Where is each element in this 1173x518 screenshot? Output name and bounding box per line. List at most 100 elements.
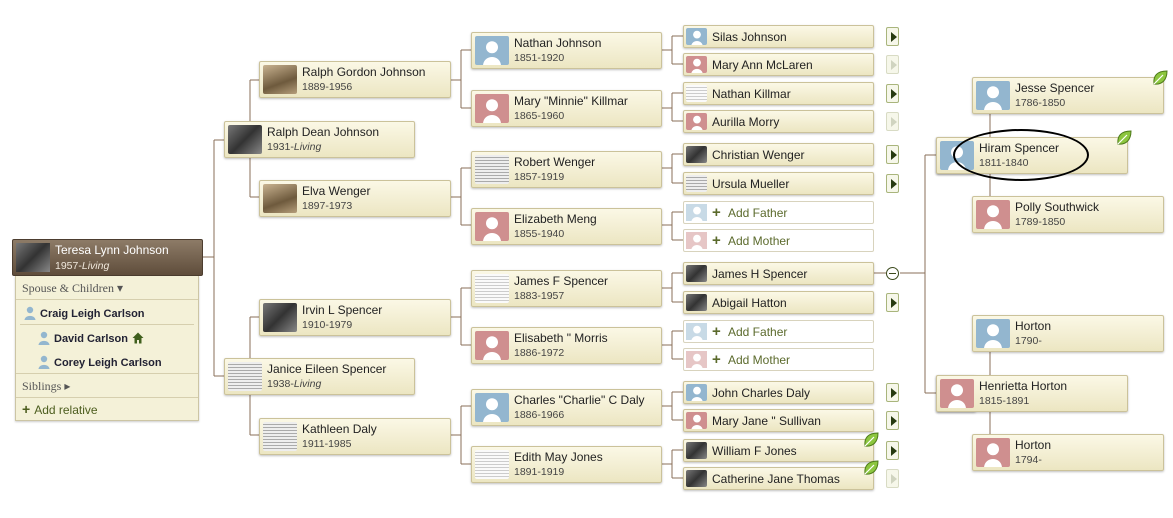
- person-name: Jesse Spencer: [1015, 81, 1095, 95]
- person-name: Abigail Hatton: [712, 296, 787, 310]
- leaf-hint-icon[interactable]: [863, 432, 880, 449]
- person-name: Mary "Minnie" Killmar: [514, 94, 628, 108]
- add-father-label: Add Father: [728, 206, 788, 220]
- expand-arrow-icon[interactable]: [886, 383, 899, 402]
- person-name: Elisabeth " Morris: [514, 331, 608, 345]
- expand-arrow-icon[interactable]: [886, 441, 899, 460]
- person-card[interactable]: William F Jones: [683, 439, 874, 462]
- male-silhouette-icon: [475, 393, 509, 422]
- collapse-icon[interactable]: [886, 267, 899, 280]
- expand-arrow-icon[interactable]: [886, 293, 899, 312]
- person-card[interactable]: Abigail Hatton: [683, 291, 874, 314]
- add-icon: +: [712, 323, 721, 340]
- person-photo: [686, 265, 707, 282]
- person-photo: [263, 184, 297, 213]
- person-years: 1931-Living: [267, 141, 322, 153]
- person-card[interactable]: Ursula Mueller: [683, 172, 874, 195]
- person-card[interactable]: John Charles Daly: [683, 381, 874, 404]
- add-icon: +: [712, 204, 721, 221]
- person-years: 1851-1920: [514, 52, 565, 64]
- person-card[interactable]: Nathan Killmar: [683, 82, 874, 105]
- child-item[interactable]: Corey Leigh Carlson: [38, 353, 198, 371]
- siblings-toggle[interactable]: Siblings ▸: [22, 379, 71, 393]
- person-name: Ursula Mueller: [712, 177, 790, 191]
- add-father-button[interactable]: + Add Father: [683, 320, 874, 343]
- person-card[interactable]: James H Spencer: [683, 262, 874, 285]
- person-card[interactable]: Mary Ann McLaren: [683, 53, 874, 76]
- leaf-hint-icon[interactable]: [863, 460, 880, 477]
- person-name: Aurilla Morry: [712, 115, 780, 129]
- expand-arrow-icon[interactable]: [886, 411, 899, 430]
- person-name: William F Jones: [712, 444, 797, 458]
- root-person-card[interactable]: Teresa Lynn Johnson 1957-Living: [12, 239, 203, 276]
- person-card[interactable]: Silas Johnson: [683, 25, 874, 48]
- person-card[interactable]: Elisabeth " Morris 1886-1972: [471, 327, 662, 364]
- female-silhouette-icon: [686, 351, 707, 369]
- spouse-item[interactable]: Craig Leigh Carlson: [24, 304, 198, 322]
- expand-arrow-icon[interactable]: [886, 27, 899, 46]
- person-card[interactable]: Charles "Charlie" C Daly 1886-1966: [471, 389, 662, 426]
- person-years: 1886-1972: [514, 347, 565, 359]
- person-name: Christian Wenger: [712, 148, 805, 162]
- document-thumbnail: [475, 274, 509, 303]
- add-relative-link[interactable]: + Add relative: [22, 401, 198, 419]
- person-name: Horton: [1015, 319, 1052, 333]
- leaf-hint-icon[interactable]: [1152, 70, 1169, 87]
- person-name: Horton: [1015, 438, 1052, 452]
- male-silhouette-icon: [475, 36, 509, 65]
- expand-arrow-icon[interactable]: [886, 112, 899, 131]
- person-card[interactable]: Aurilla Morry: [683, 110, 874, 133]
- add-mother-button[interactable]: + Add Mother: [683, 229, 874, 252]
- child-name: David Carlson: [54, 333, 128, 345]
- female-silhouette-icon: [686, 113, 707, 130]
- leaf-hint-icon[interactable]: [1116, 130, 1133, 147]
- child-name: Corey Leigh Carlson: [54, 357, 162, 369]
- add-father-label: Add Father: [728, 325, 788, 339]
- expand-arrow-icon[interactable]: [886, 469, 899, 488]
- expand-arrow-icon[interactable]: [886, 55, 899, 74]
- child-item[interactable]: David Carlson: [38, 329, 198, 347]
- person-card[interactable]: Mary Jane " Sullivan: [683, 409, 874, 432]
- female-silhouette-icon: [686, 232, 707, 250]
- person-photo: [228, 362, 262, 391]
- person-photo: [263, 65, 297, 94]
- male-silhouette-icon: [976, 319, 1010, 348]
- person-years: 1910-1979: [302, 319, 353, 331]
- person-name: Charles "Charlie" C Daly: [514, 393, 645, 407]
- root-name: Teresa Lynn Johnson: [55, 243, 169, 257]
- person-years: 1886-1966: [514, 409, 565, 421]
- male-silhouette-icon: [686, 323, 707, 341]
- person-name: Ralph Gordon Johnson: [302, 65, 426, 79]
- expand-arrow-icon[interactable]: [886, 84, 899, 103]
- add-icon: +: [22, 401, 31, 417]
- person-name: Janice Eileen Spencer: [267, 362, 387, 376]
- add-mother-button[interactable]: + Add Mother: [683, 348, 874, 371]
- person-icon: [24, 307, 36, 321]
- person-name: Robert Wenger: [514, 155, 596, 169]
- person-photo: [686, 294, 707, 311]
- person-card[interactable]: Catherine Jane Thomas: [683, 467, 874, 490]
- spouse-children-toggle[interactable]: Spouse & Children ▾: [22, 281, 124, 295]
- person-years: 1897-1973: [302, 200, 353, 212]
- expand-arrow-icon[interactable]: [886, 174, 899, 193]
- add-father-button[interactable]: + Add Father: [683, 201, 874, 224]
- expand-arrow-icon[interactable]: [886, 145, 899, 164]
- person-card[interactable]: Christian Wenger: [683, 143, 874, 166]
